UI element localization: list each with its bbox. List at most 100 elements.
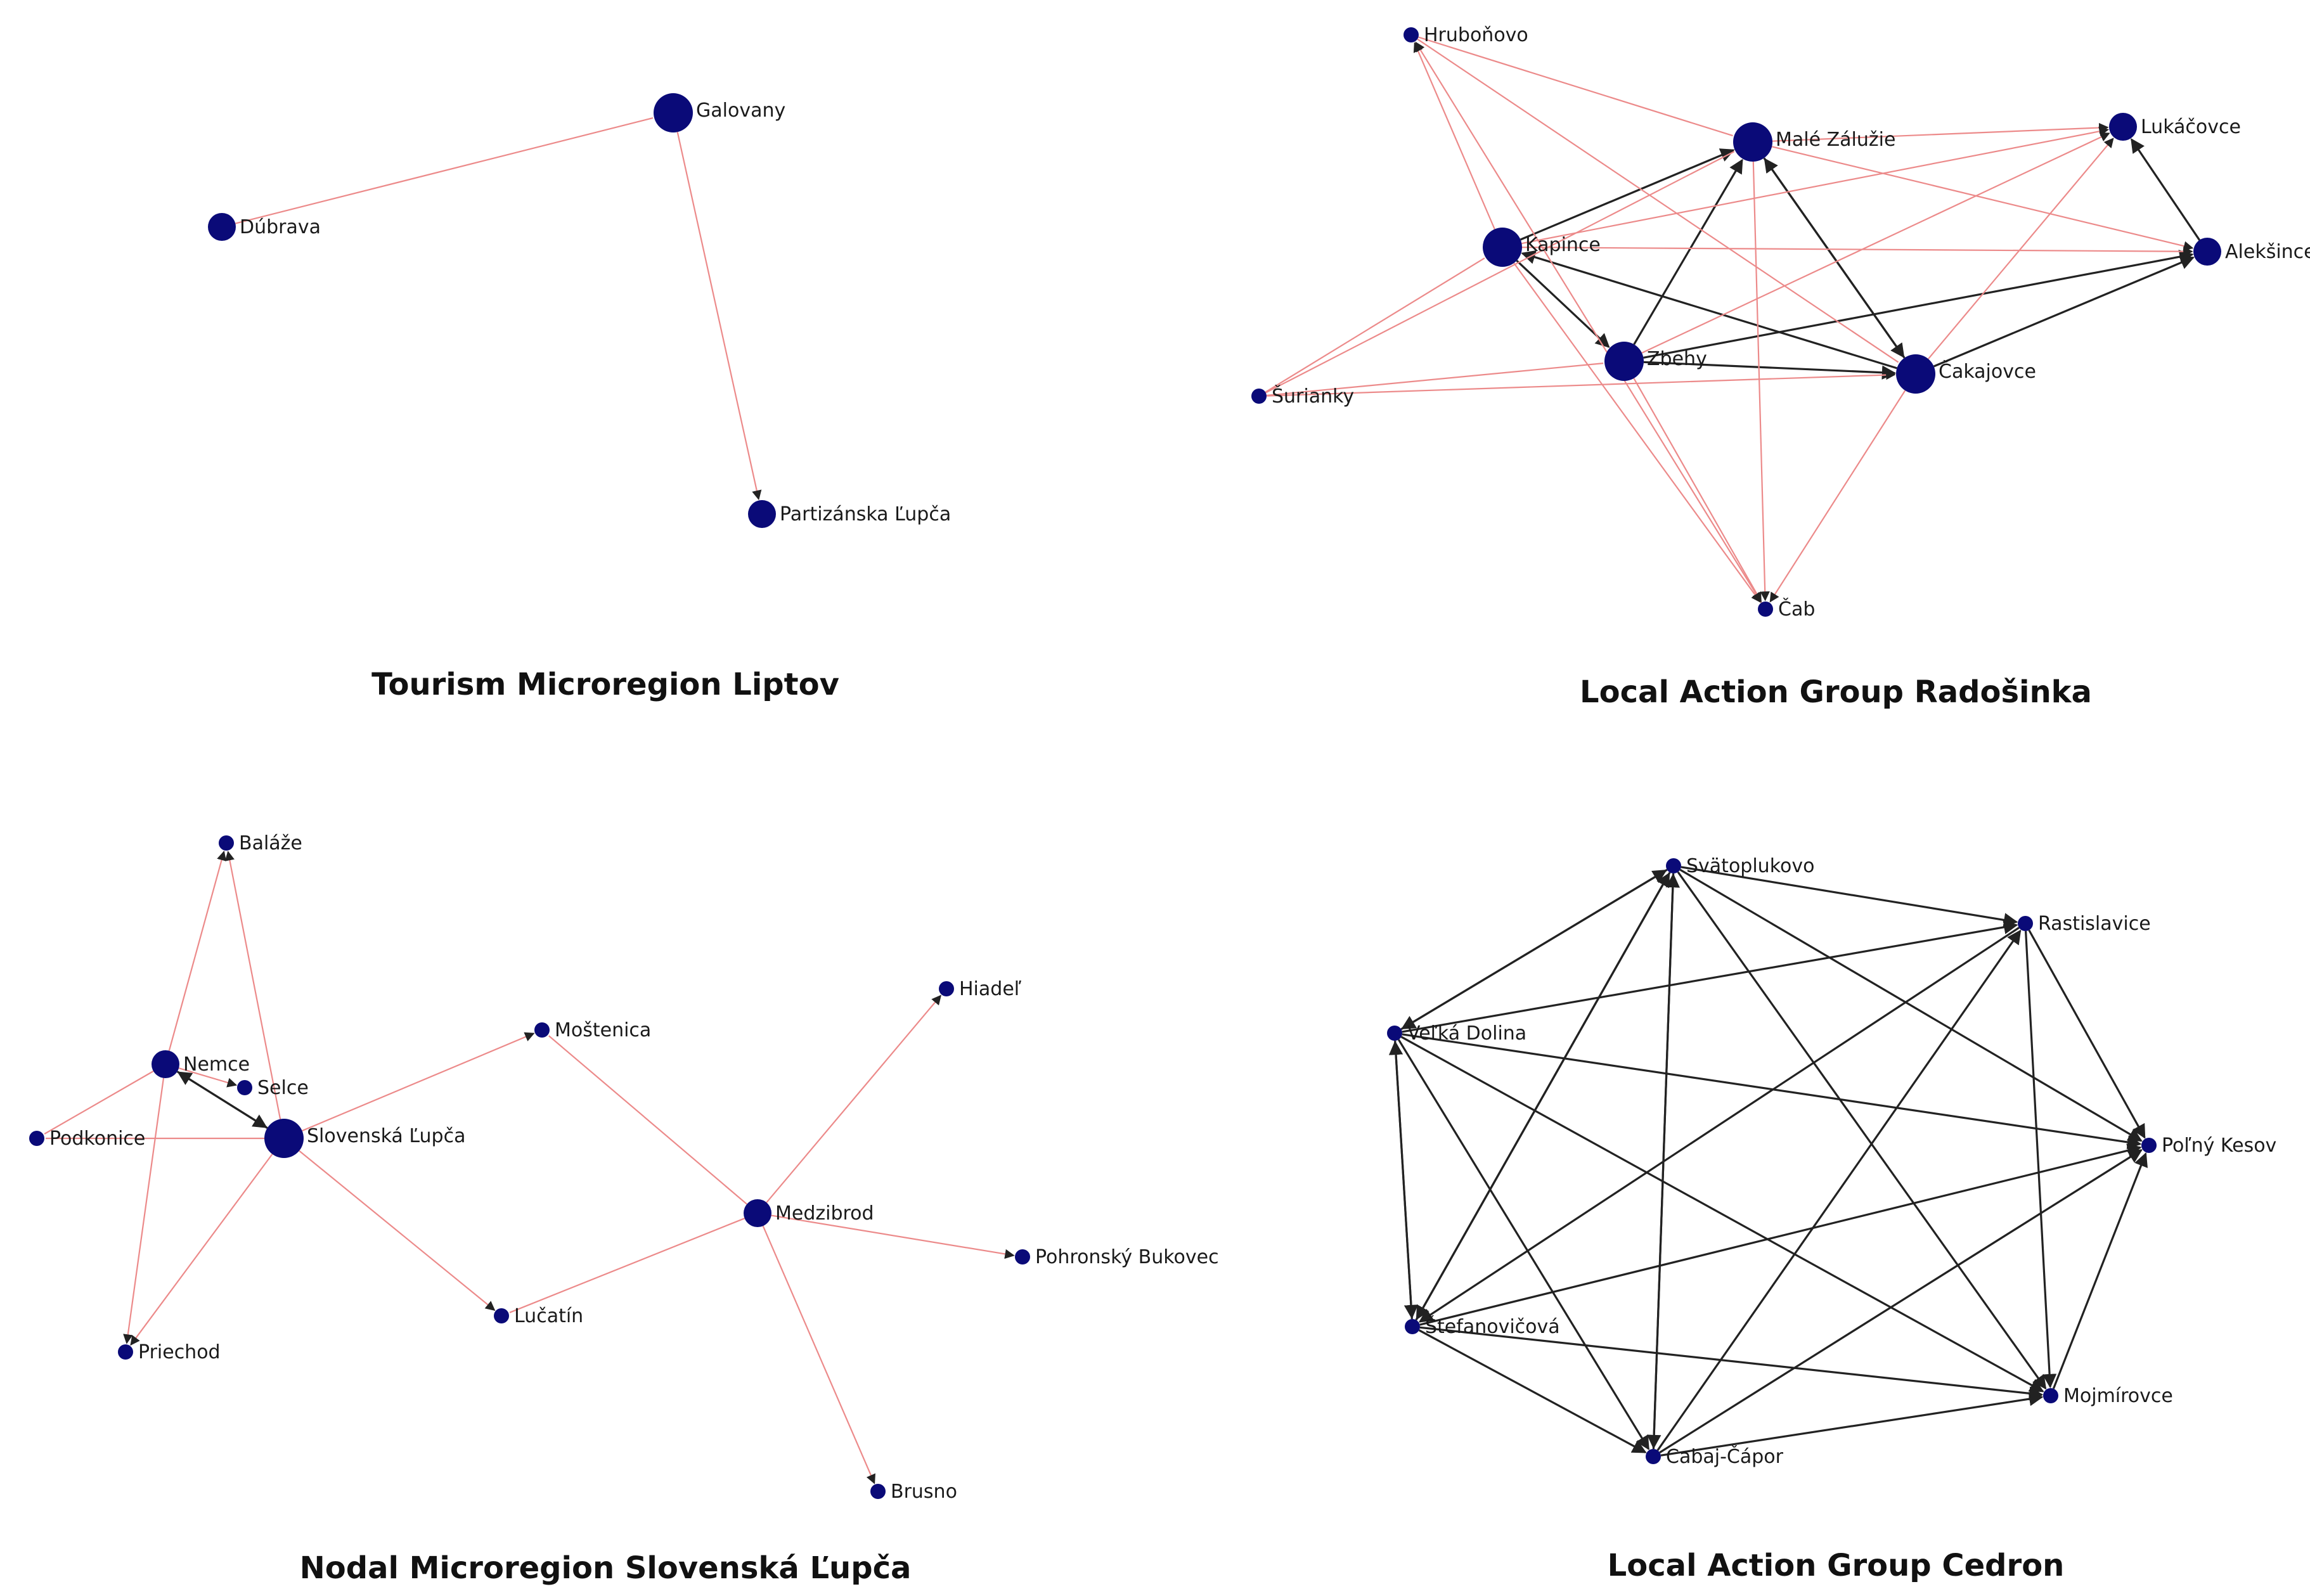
edge-rastislavice-to-polnykesov xyxy=(2028,929,2146,1139)
node-label-priechod: Priechod xyxy=(138,1341,221,1363)
edge-medzibrod-to-brusno xyxy=(762,1225,875,1484)
node-label-stefanovicova: Štefanovičová xyxy=(1425,1315,1560,1338)
edge-nemce-to-podkonice xyxy=(44,1071,154,1135)
node-hiadel xyxy=(939,981,954,996)
node-label-slovlupca: Slovenská Ľupča xyxy=(307,1125,465,1147)
radosinka-edges xyxy=(1265,36,2201,603)
node-label-balaze: Baláže xyxy=(239,832,302,854)
node-cabajcapor xyxy=(1646,1449,1661,1464)
node-selce xyxy=(237,1080,252,1095)
edge-nemce-to-priechod xyxy=(123,1078,165,1344)
node-label-surianky: Šurianky xyxy=(1272,384,1354,408)
node-label-mostenica: Moštenica xyxy=(555,1019,651,1041)
edge-zbehy-to-cakajovce xyxy=(1643,361,1897,380)
node-polnykesov xyxy=(2141,1138,2157,1153)
node-cakajovce xyxy=(1896,354,1935,394)
edge-velkadolina-to-rastislavice xyxy=(1402,920,2018,1033)
edge-cakajovce-to-cab xyxy=(1769,390,1906,603)
edge-hrubonovo-to-malezaluzie xyxy=(1418,36,1733,137)
edge-kapince-to-cab xyxy=(1513,262,1761,603)
panel-title-lupca: Nodal Microregion Slovenská Ľupča xyxy=(300,1550,912,1586)
node-label-hiadel: Hiadeľ xyxy=(959,978,1022,1000)
node-label-zbehy: Zbehy xyxy=(1647,348,1707,370)
edge-svatoplukovo-to-mojmirovce xyxy=(1677,871,2047,1390)
node-label-svatoplukovo: Svätoplukovo xyxy=(1686,855,1814,877)
edge-surianky-to-cakajovce xyxy=(1266,370,1896,397)
edge-zbehy-to-lukacovce xyxy=(1641,132,2110,354)
edge-aleksince-to-lukacovce xyxy=(2131,138,2201,241)
edge-surianky-to-malezaluzie xyxy=(1265,151,1735,394)
node-label-brusno: Brusno xyxy=(891,1481,957,1503)
node-malezaluzie xyxy=(1733,122,1772,162)
node-brusno xyxy=(870,1484,886,1499)
cedron-edges xyxy=(1388,866,2148,1457)
panel-title-liptov: Tourism Microregion Liptov xyxy=(371,667,839,702)
node-hrubonovo xyxy=(1403,27,1419,42)
edge-zbehy-to-aleksince xyxy=(1643,250,2194,359)
edge-kapince-to-aleksince xyxy=(1521,247,2193,257)
node-cab xyxy=(1758,602,1773,617)
edge-cabajcapor-to-rastislavice xyxy=(1656,929,2022,1451)
edge-velkadolina-to-svatoplukovo xyxy=(1400,869,1667,1031)
node-label-nemce: Nemce xyxy=(183,1053,250,1076)
edge-medzibrod-to-hiadel xyxy=(766,994,941,1203)
node-mojmirovce xyxy=(2043,1388,2058,1403)
edge-medzibrod-to-pohbukovec xyxy=(771,1214,1015,1259)
edge-kapince-to-lukacovce xyxy=(1521,126,2109,245)
node-label-dubrava: Dúbrava xyxy=(240,216,321,238)
node-pohbukovec xyxy=(1015,1249,1030,1265)
edge-galovany-to-partizanska xyxy=(676,132,762,501)
edge-rastislavice-to-stefanovicova xyxy=(1418,927,2020,1323)
node-label-partizanska: Partizánska Ľupča xyxy=(780,503,951,525)
node-label-aleksince: Alekšince xyxy=(2225,241,2310,263)
edge-slovlupca-to-nemce xyxy=(177,1071,268,1129)
edge-slovlupca-to-lucatin xyxy=(299,1150,496,1311)
edge-kapince-to-hrubonovo xyxy=(1413,42,1495,229)
node-velkadolina xyxy=(1387,1026,1402,1041)
edge-stefanovicova-to-svatoplukovo xyxy=(1415,872,1670,1321)
node-priechod xyxy=(118,1344,133,1360)
edge-zbehy-to-malezaluzie xyxy=(1633,158,1743,345)
node-svatoplukovo xyxy=(1666,858,1681,873)
node-label-galovany: Galovany xyxy=(696,100,785,122)
node-label-mojmirovce: Mojmírovce xyxy=(2063,1385,2173,1407)
edge-surianky-to-zbehy xyxy=(1266,363,1604,396)
node-aleksince xyxy=(2193,238,2221,266)
node-label-malezaluzie: Malé Zálužie xyxy=(1776,129,1895,151)
edge-cabajcapor-to-mojmirovce xyxy=(1660,1392,2044,1457)
panel-title-radosinka: Local Action Group Radošinka xyxy=(1580,674,2092,710)
node-kapince xyxy=(1483,228,1522,267)
node-label-podkonice: Podkonice xyxy=(49,1128,145,1150)
node-label-rastislavice: Rastislavice xyxy=(2038,913,2151,935)
edge-svatoplukovo-to-rastislavice xyxy=(1681,866,2018,927)
edge-malezaluzie-to-aleksince xyxy=(1771,146,2194,251)
edge-hrubonovo-to-cakajovce xyxy=(1417,38,1899,363)
node-label-kapince: Kapince xyxy=(1525,234,1601,256)
edge-rastislavice-to-mojmirovce xyxy=(2025,930,2057,1389)
node-label-lucatin: Lučatín xyxy=(514,1305,583,1327)
edge-cab-to-hrubonovo xyxy=(1415,41,1762,603)
edge-malezaluzie-to-cab xyxy=(1752,161,1770,602)
edge-slovlupca-to-priechod xyxy=(130,1154,273,1346)
node-label-velkadolina: Veľká Dolina xyxy=(1407,1022,1526,1045)
node-mostenica xyxy=(534,1022,550,1038)
node-balaze xyxy=(219,835,234,851)
node-lukacovce xyxy=(2109,113,2137,141)
edge-mojmirovce-to-polnykesov xyxy=(2052,1152,2148,1389)
edge-stefanovicova-to-cabajcapor xyxy=(1418,1329,1647,1453)
node-label-medzibrod: Medzibrod xyxy=(775,1202,874,1225)
edge-cabajcapor-to-polnykesov xyxy=(1659,1149,2143,1453)
edge-zbehy-to-cab xyxy=(1633,378,1762,603)
node-label-pohbukovec: Pohronský Bukovec xyxy=(1035,1246,1219,1268)
edge-nemce-to-balaze xyxy=(168,851,227,1052)
edge-slovlupca-to-balaze xyxy=(224,851,281,1119)
node-partizanska xyxy=(748,500,776,528)
node-nemce xyxy=(152,1050,179,1078)
